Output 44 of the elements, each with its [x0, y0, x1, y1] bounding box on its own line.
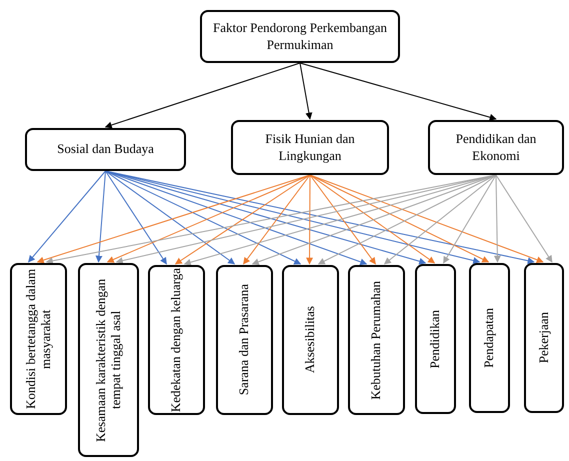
- node-label: Kondisi bertetangga dalam masyarakat: [24, 268, 54, 412]
- node-label: Pendidikan: [428, 310, 443, 368]
- factor-box: [216, 265, 273, 415]
- factor-box: [469, 263, 510, 413]
- arrow: [36, 174, 310, 264]
- arrow: [243, 174, 310, 265]
- node-label: Sosial dan Budaya: [56, 141, 155, 158]
- node-label: Faktor Pendorong Perkembangan Permukiman: [212, 20, 388, 54]
- factor-box: [148, 265, 205, 415]
- category-box: [428, 120, 564, 175]
- category-box: [200, 10, 400, 63]
- node-label: Kesamaan karakteristik dengan tempat tinggal asal: [94, 277, 124, 444]
- arrow: [105, 170, 236, 264]
- factor-box: [78, 263, 139, 457]
- node-label: Pekerjaan: [536, 312, 552, 364]
- arrow: [28, 170, 106, 263]
- node-label: Kedekatan dengan keluarga: [169, 268, 184, 412]
- node-label: Pendapatan: [482, 308, 497, 368]
- arrow: [496, 174, 552, 263]
- arrow: [105, 170, 167, 265]
- category-box: [231, 120, 389, 175]
- factor-box: [10, 263, 67, 415]
- node-label: Fisik Hunian dan Lingkungan: [264, 130, 356, 164]
- arrow: [310, 174, 544, 264]
- arrow: [384, 174, 496, 264]
- arrow: [104, 62, 300, 128]
- arrow: [443, 174, 496, 264]
- arrow: [96, 170, 106, 263]
- node-label: Aksesibilitas: [303, 306, 318, 374]
- arrow: [310, 174, 436, 264]
- arrow: [310, 174, 376, 265]
- factor-box: [524, 263, 564, 413]
- arrow: [494, 174, 501, 263]
- arrow: [300, 62, 497, 121]
- arrow: [300, 62, 312, 120]
- arrow: [306, 174, 314, 265]
- category-box: [25, 128, 186, 171]
- factor-box: [415, 264, 456, 414]
- factor-box: [348, 265, 405, 415]
- node-label: Pendidikan dan Ekonomi: [454, 130, 538, 164]
- factor-box: [282, 265, 339, 415]
- node-label: Kebutuhan Perumahan: [369, 280, 384, 400]
- arrow: [174, 174, 310, 264]
- node-label: Sarana dan Prasarana: [237, 284, 252, 396]
